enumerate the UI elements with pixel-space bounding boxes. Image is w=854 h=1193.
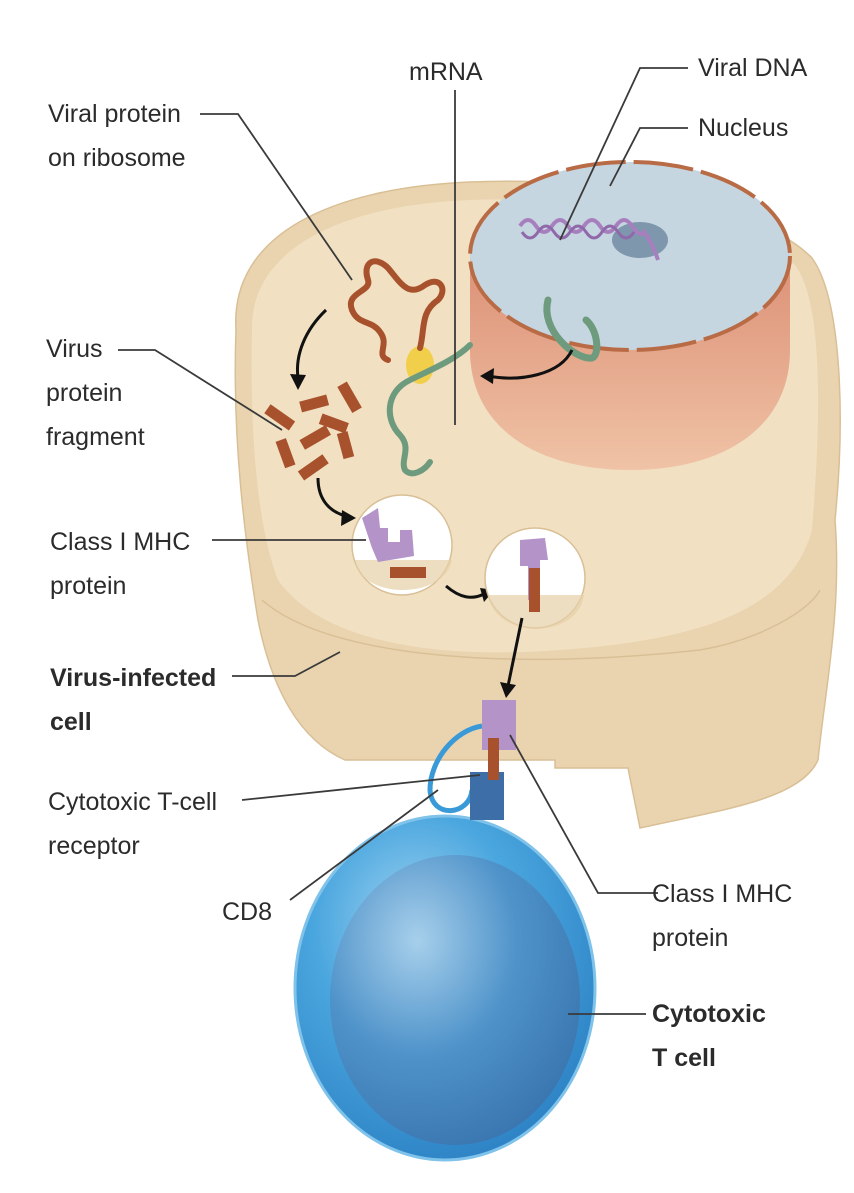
label-tcell-line1: Cytotoxic	[652, 1000, 766, 1028]
label-fragment-line1: Virus	[46, 335, 103, 363]
leader-nucleus	[609, 127, 688, 187]
degradation-arrow	[295, 308, 328, 379]
peptide-right	[529, 568, 540, 612]
fragment-2	[299, 394, 330, 413]
nucleolus	[612, 222, 668, 258]
transfer-arrow	[445, 584, 485, 599]
leader-fragment	[118, 349, 283, 431]
viral-protein-chain	[347, 258, 446, 363]
label-cd8: CD8	[222, 898, 272, 926]
label-mrna: mRNA	[409, 58, 483, 86]
cd8-molecule	[427, 723, 483, 814]
leader-viral-dna	[559, 67, 688, 241]
label-mhc-left-line2: protein	[50, 572, 126, 600]
surface-arrowhead	[500, 682, 516, 698]
label-fragment-line2: protein	[46, 379, 122, 407]
protein-fragments	[264, 381, 362, 481]
cytoplasm-mrna	[386, 342, 473, 477]
degradation-arrowhead	[290, 374, 306, 390]
export-arrow	[487, 349, 574, 380]
label-mhc-right-line1: Class I MHC	[652, 880, 792, 908]
fragment-3	[337, 381, 362, 413]
surface-arrow	[506, 617, 524, 687]
label-viral-protein-line2: on ribosome	[48, 144, 186, 172]
surface-peptide	[488, 738, 499, 780]
label-mhc-right-line2: protein	[652, 924, 728, 952]
cell-surface-edge	[261, 589, 821, 661]
label-fragment-line3: fragment	[46, 423, 145, 451]
leader-mhc-right	[509, 734, 658, 894]
leader-tcr	[241, 774, 481, 801]
leader-viral-protein	[200, 113, 353, 281]
label-infected-line1: Virus-infected	[50, 664, 216, 692]
fragment-7	[297, 454, 329, 481]
leader-cd8	[289, 789, 439, 901]
fragment-5	[299, 425, 331, 450]
leader-infected-cell	[232, 651, 341, 677]
viral-dna-strand-2	[520, 224, 636, 240]
fragment-1	[264, 404, 296, 431]
cytotoxic-t-cell-body	[293, 814, 597, 1162]
mhc-pocket-right	[484, 527, 586, 629]
t-cell-nucleus	[330, 855, 580, 1145]
label-mhc-left-line1: Class I MHC	[50, 528, 190, 556]
export-arrowhead	[480, 368, 494, 384]
label-tcell-line2: T cell	[652, 1044, 716, 1072]
label-tcr-line2: receptor	[48, 832, 140, 860]
label-nucleus: Nucleus	[698, 114, 788, 142]
loading-arrowhead	[341, 510, 356, 526]
label-viral-dna: Viral DNA	[698, 54, 808, 82]
label-viral-protein-line1: Viral protein	[48, 100, 181, 128]
fragment-8	[336, 431, 355, 460]
label-infected-line2: cell	[50, 708, 92, 736]
nucleus	[468, 160, 792, 470]
viral-dna-strand	[518, 218, 660, 261]
nuclear-mrna	[543, 296, 601, 362]
mhc-protein-left	[362, 508, 414, 562]
label-tcr-line1: Cytotoxic T-cell	[48, 788, 217, 816]
mhc-pocket-left	[351, 494, 453, 596]
fragment-6	[318, 413, 349, 434]
peptide-left	[390, 567, 426, 578]
fragment-4	[275, 438, 296, 469]
